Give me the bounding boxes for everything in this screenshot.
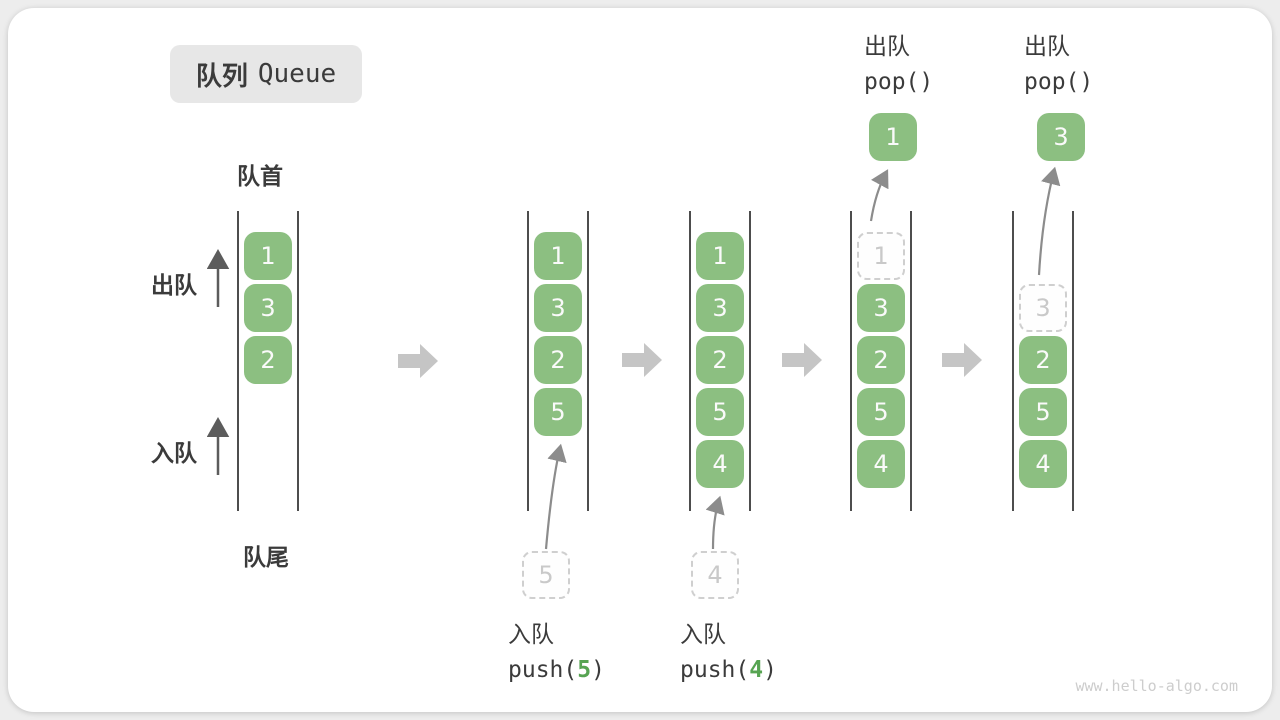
op-pop-3-code: pop() <box>1024 69 1094 95</box>
op-push-5-arg: 5 <box>577 657 592 683</box>
queue-cell: 1 <box>534 232 582 280</box>
title-en: Queue <box>257 59 337 89</box>
op-push-4-code-post: ) <box>763 657 777 683</box>
op-label-pop-1: 出队 pop() <box>864 30 933 100</box>
diagram-card <box>8 8 1272 712</box>
label-queue-front: 队首 <box>237 164 283 190</box>
queue-cell: 3 <box>696 284 744 332</box>
queue-cell: 3 <box>534 284 582 332</box>
queue-cell: 2 <box>857 336 905 384</box>
op-label-pop-3: 出队 pop() <box>1024 30 1093 100</box>
op-push-5-code: push(5) <box>508 653 605 688</box>
op-push-4-code-pre: push( <box>680 657 750 683</box>
op-push-4-arg: 4 <box>749 657 764 683</box>
op-push-5-code-post: ) <box>591 657 605 683</box>
queue-cell: 5 <box>1019 388 1067 436</box>
queue-cell-dashed: 1 <box>857 232 905 280</box>
watermark: www.hello-algo.com <box>1075 677 1238 695</box>
label-queue-rear: 队尾 <box>243 545 289 571</box>
op-push-5-code-pre: push( <box>508 657 578 683</box>
title-badge: 队列 Queue <box>170 45 362 103</box>
pending-cell-5: 5 <box>522 551 570 599</box>
pending-cell-4: 4 <box>691 551 739 599</box>
queue-cell: 2 <box>1019 336 1067 384</box>
queue-cell: 3 <box>244 284 292 332</box>
label-dequeue-side: 出队 <box>151 273 197 299</box>
op-push-5-zh: 入队 <box>508 622 554 648</box>
queue-cell: 1 <box>696 232 744 280</box>
popped-cell-3: 3 <box>1037 113 1085 161</box>
queue-cell: 4 <box>857 440 905 488</box>
op-push-4-zh: 入队 <box>680 622 726 648</box>
title-zh: 队列 <box>195 61 248 92</box>
op-pop-1-code: pop() <box>864 69 934 95</box>
op-label-push-5: 入队 push(5) <box>508 618 605 688</box>
queue-cell: 2 <box>696 336 744 384</box>
op-push-4-code: push(4) <box>680 653 777 688</box>
op-pop-1-zh: 出队 <box>864 34 910 60</box>
queue-cell: 4 <box>696 440 744 488</box>
queue-cell: 5 <box>534 388 582 436</box>
queue-cell: 2 <box>534 336 582 384</box>
queue-cell: 1 <box>244 232 292 280</box>
queue-cell: 4 <box>1019 440 1067 488</box>
op-label-push-4: 入队 push(4) <box>680 618 777 688</box>
queue-cell: 5 <box>696 388 744 436</box>
op-pop-3-zh: 出队 <box>1024 34 1070 60</box>
queue-cell: 2 <box>244 336 292 384</box>
queue-cell: 5 <box>857 388 905 436</box>
popped-cell-1: 1 <box>869 113 917 161</box>
label-enqueue-side: 入队 <box>151 441 197 467</box>
queue-cell-dashed: 3 <box>1019 284 1067 332</box>
queue-cell: 3 <box>857 284 905 332</box>
